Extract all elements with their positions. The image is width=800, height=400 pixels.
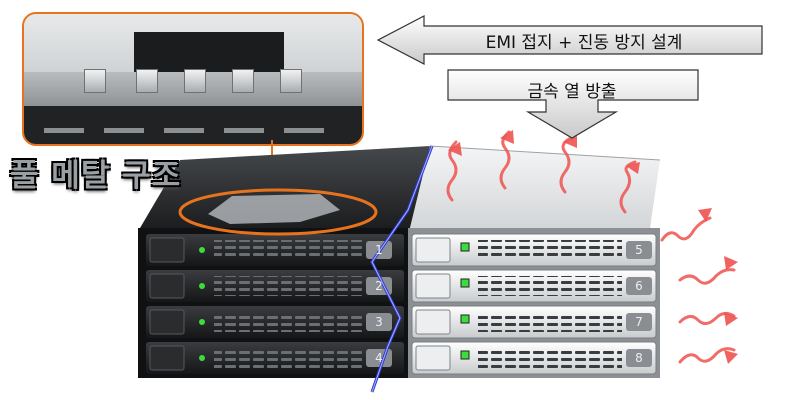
bay-number: 8 <box>635 351 643 365</box>
bay-number: 2 <box>375 279 383 293</box>
bay-number: 4 <box>375 351 383 365</box>
arrow-down-icon <box>447 69 699 139</box>
bay-trays-right <box>411 233 657 375</box>
full-metal-label: 풀 메탈 구조 <box>10 158 182 194</box>
bay-number: 1 <box>375 243 383 257</box>
heat-banner: 금속 열 방출 <box>446 68 702 146</box>
arrow-left-icon <box>376 15 763 65</box>
bay-number: 3 <box>375 315 383 329</box>
heat-banner-text: 금속 열 방출 <box>527 82 617 102</box>
zoom-inset-photo <box>22 12 364 146</box>
bay-trays-left <box>146 234 404 374</box>
emi-banner-text: EMI 접지 + 진동 방지 설계 <box>485 33 683 53</box>
bay-number: 6 <box>635 279 643 293</box>
bay-number: 7 <box>635 315 643 329</box>
bay-number: 5 <box>635 243 643 257</box>
highlight-ellipse <box>178 188 378 236</box>
emi-banner: EMI 접지 + 진동 방지 설계 <box>376 14 766 70</box>
